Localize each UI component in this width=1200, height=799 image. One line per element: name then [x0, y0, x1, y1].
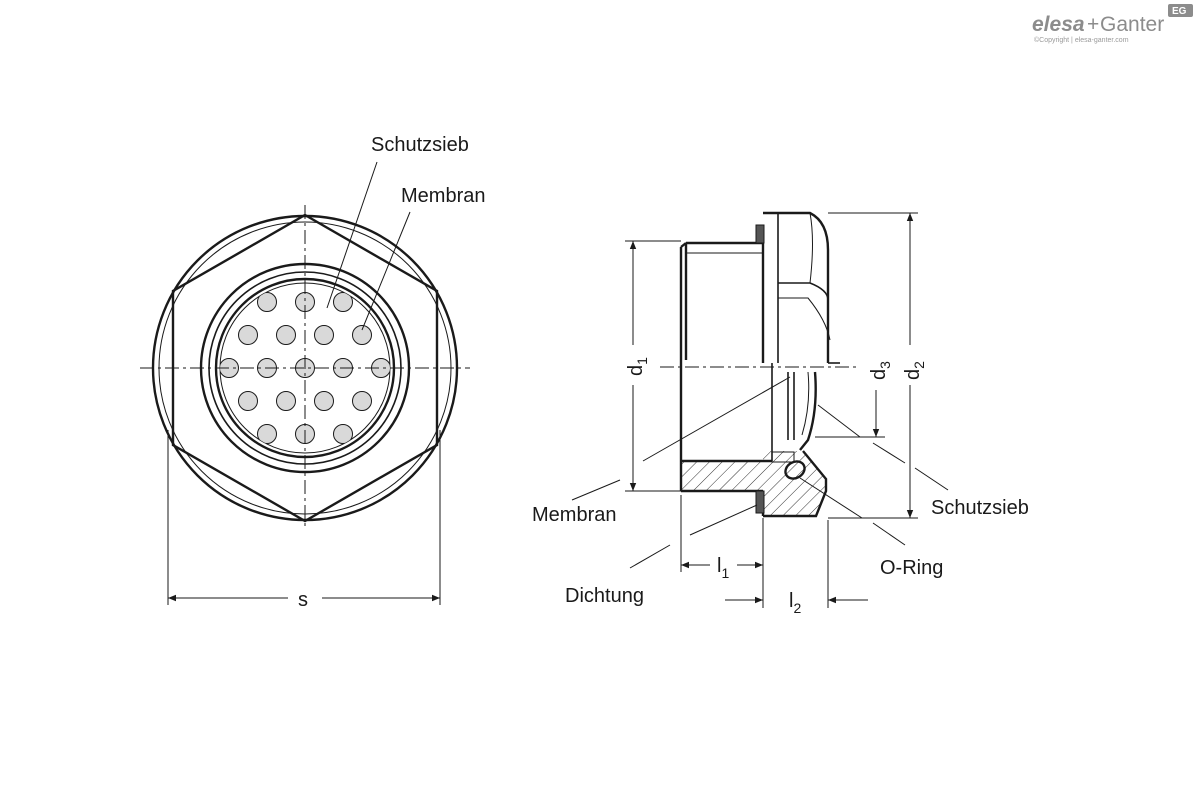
leader-gasket-1	[689, 504, 758, 536]
screen-hole	[238, 391, 258, 411]
dim-label-d3: d	[868, 369, 890, 380]
cap-section-hatch	[763, 451, 826, 516]
dim-label-l1-sub: 1	[721, 565, 729, 581]
dim-label-l1: l	[717, 555, 721, 577]
front-view: Schutzsieb Membran s	[140, 134, 485, 611]
cap-bottom-outline	[763, 450, 828, 518]
label-gasket: Dichtung	[565, 585, 644, 607]
screen-hole	[257, 292, 277, 312]
dim-label-d3-sub: 3	[877, 361, 893, 369]
o-ring	[784, 460, 806, 480]
leader-membrane-2	[571, 479, 621, 501]
brand-name-left: elesa	[1032, 13, 1085, 36]
screen-curve-inner	[801, 371, 810, 436]
dim-label-s: s	[298, 589, 308, 611]
svg-text:l2: l2	[789, 590, 801, 616]
dim-label-d2: d	[902, 369, 924, 380]
cap-top-outline	[763, 211, 830, 363]
screen-hole	[314, 325, 334, 345]
screen-hole	[314, 391, 334, 411]
leader-screen-2	[872, 442, 906, 464]
screen-hole	[257, 424, 277, 444]
hexagon-outline	[171, 213, 439, 523]
svg-text:d2: d2	[902, 361, 927, 380]
leader-oring-2	[872, 522, 906, 546]
gasket-bottom	[755, 490, 765, 514]
screen-hole	[276, 325, 296, 345]
cap-hex-edge	[809, 212, 813, 284]
svg-text:d1: d1	[625, 357, 650, 376]
label-membrane-front: Membran	[401, 185, 485, 207]
cap-dome-line	[778, 297, 831, 341]
brand-badge-box	[1168, 4, 1193, 17]
dim-label-d1-sub: 1	[634, 357, 650, 365]
brand-badge: EG	[1172, 6, 1187, 17]
leader-oring-1	[799, 477, 863, 519]
brand-name-right: Ganter	[1100, 13, 1164, 36]
leader-gasket-2	[629, 544, 671, 569]
cap-inner-lines	[777, 213, 829, 363]
leader-membrane-1	[642, 376, 791, 462]
brand-copyright: ©Copyright | elesa-ganter.com	[1034, 36, 1129, 44]
screen-hole	[276, 391, 296, 411]
screen-hole	[333, 424, 353, 444]
membrane-lines	[771, 363, 795, 461]
dim-label-l2: l	[789, 590, 793, 612]
screen-holes	[220, 292, 390, 444]
thread-section-hatch	[681, 461, 763, 491]
dim-label-l2-sub: 2	[793, 600, 801, 616]
membrane-holder	[771, 451, 795, 463]
leader-membrane	[361, 211, 411, 331]
leader-screen-3	[914, 467, 949, 491]
dim-label-d2-sub: 2	[911, 361, 927, 369]
brand-logo: elesa + Ganter EG ©Copyright | elesa-gan…	[1032, 4, 1193, 44]
screen-hole	[352, 391, 372, 411]
screen-hole	[238, 325, 258, 345]
leader-screen	[326, 161, 378, 309]
screen-hole	[333, 292, 353, 312]
brand-plus: +	[1087, 13, 1099, 36]
label-oring: O-Ring	[880, 557, 943, 579]
label-membrane-side: Membran	[532, 504, 616, 526]
svg-text:l1: l1	[717, 555, 729, 581]
thread-body-outline	[679, 241, 772, 493]
gasket-top	[755, 224, 765, 244]
screen-curve	[799, 371, 817, 451]
label-screen-front: Schutzsieb	[371, 134, 469, 156]
leader-screen-1	[817, 404, 861, 438]
label-screen-side: Schutzsieb	[931, 497, 1029, 519]
side-view: d1 d2 d3 l1 l2	[532, 211, 1029, 616]
svg-text:d3: d3	[868, 361, 893, 380]
screen-hole	[352, 325, 372, 345]
dim-label-d1: d	[625, 365, 647, 376]
